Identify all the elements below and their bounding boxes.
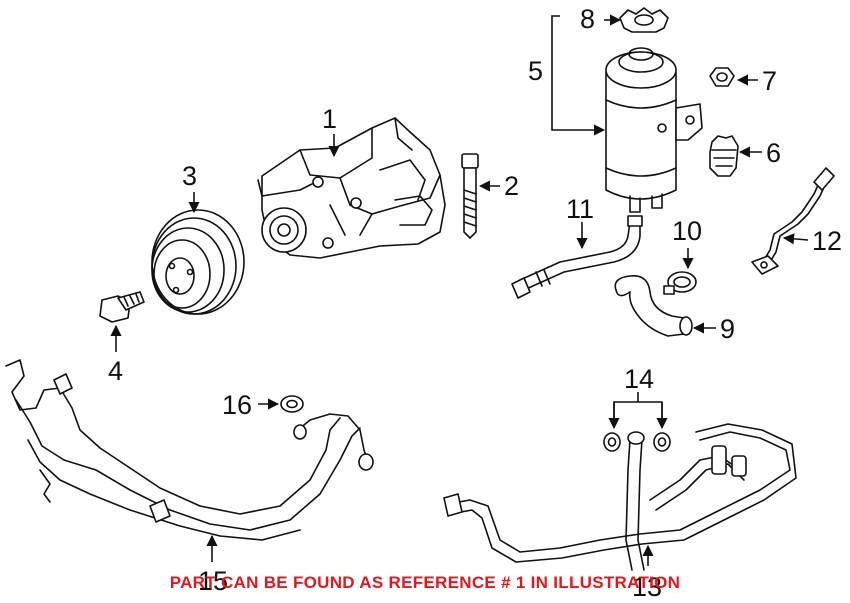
leader-12 — [782, 233, 809, 245]
fluid-reservoir — [605, 47, 703, 213]
callout-7: 7 — [762, 66, 777, 96]
callout-1: 1 — [322, 104, 337, 134]
callout-16: 16 — [222, 390, 252, 420]
filter — [619, 7, 669, 33]
leader-14-bracket — [613, 401, 663, 420]
return-hose — [614, 275, 693, 337]
callout-4: 4 — [108, 356, 123, 386]
pulley-bolt — [99, 291, 145, 323]
sealing-washer — [280, 395, 304, 413]
leader-5 — [551, 15, 606, 136]
callout-3: 3 — [182, 161, 197, 191]
reservoir-cap — [709, 135, 739, 177]
callout-9: 9 — [720, 314, 735, 344]
callout-5: 5 — [528, 56, 543, 86]
nut — [709, 67, 735, 87]
callout-13: 13 — [632, 572, 662, 602]
callout-10: 10 — [672, 216, 702, 246]
leader-lines — [110, 14, 809, 566]
callout-11: 11 — [566, 194, 594, 224]
hose-clamp — [663, 271, 697, 295]
callout-labels: 1 2 3 4 5 6 7 8 9 10 11 12 13 14 15 16 — [108, 4, 842, 602]
suction-hose — [511, 215, 643, 299]
reference-note: PART CAN BE FOUND AS REFERENCE # 1 IN IL… — [169, 573, 681, 592]
callout-14: 14 — [624, 364, 654, 394]
power-steering-pump — [257, 117, 446, 259]
pulley — [151, 209, 245, 315]
pressure-line — [751, 167, 835, 275]
callout-12: 12 — [812, 226, 842, 256]
callout-15: 15 — [198, 566, 228, 596]
return-line-assembly — [443, 423, 797, 571]
bolt — [461, 153, 479, 239]
callout-6: 6 — [766, 138, 781, 168]
callout-8: 8 — [580, 4, 595, 34]
callout-2: 2 — [504, 171, 519, 201]
pressure-hose-assembly — [5, 359, 374, 541]
seal-rings — [603, 432, 671, 452]
